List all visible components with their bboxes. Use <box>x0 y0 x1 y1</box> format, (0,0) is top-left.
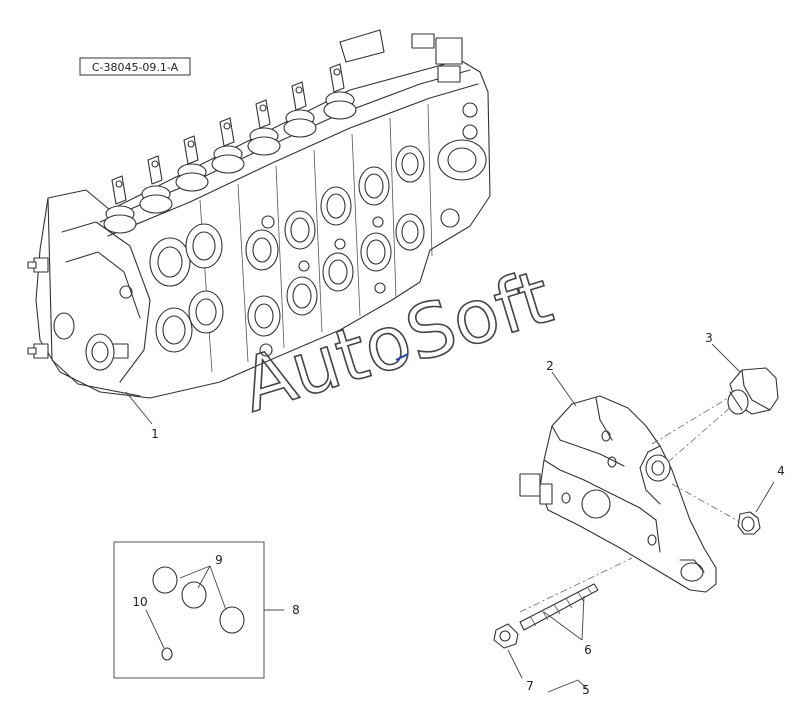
callout-8: 8 <box>292 603 300 617</box>
inlet-fittings <box>339 29 487 228</box>
leader-lines <box>125 343 775 693</box>
left-bleed-screws <box>27 257 133 371</box>
drawing-code-label: C-38045-09.1-A <box>79 57 191 76</box>
plug-part-3 <box>727 367 779 415</box>
control-valve-assembly <box>27 29 491 399</box>
callout-4: 4 <box>777 464 785 478</box>
callout-2: 2 <box>546 359 554 373</box>
callout-3: 3 <box>705 331 713 345</box>
callout-9: 9 <box>215 553 223 567</box>
callout-5: 5 <box>582 683 590 697</box>
valve-ports <box>149 145 425 357</box>
seal-kit-box <box>113 541 265 679</box>
drawing-code-text: C-38045-09.1-A <box>92 61 179 74</box>
callout-7: 7 <box>526 679 534 693</box>
callout-1: 1 <box>151 427 159 441</box>
callout-numbers: 1 2 3 4 5 6 7 8 9 10 <box>132 331 784 697</box>
mounting-bracket <box>519 395 717 593</box>
callout-6: 6 <box>584 643 592 657</box>
watermark-accent-mark <box>395 353 409 361</box>
assembly-axis-lines <box>519 397 741 613</box>
nut-part-7 <box>493 623 519 649</box>
spool-stems <box>103 63 357 234</box>
plug-part-4 <box>737 511 761 535</box>
callout-10: 10 <box>132 595 147 609</box>
stud-part-6 <box>519 583 599 631</box>
